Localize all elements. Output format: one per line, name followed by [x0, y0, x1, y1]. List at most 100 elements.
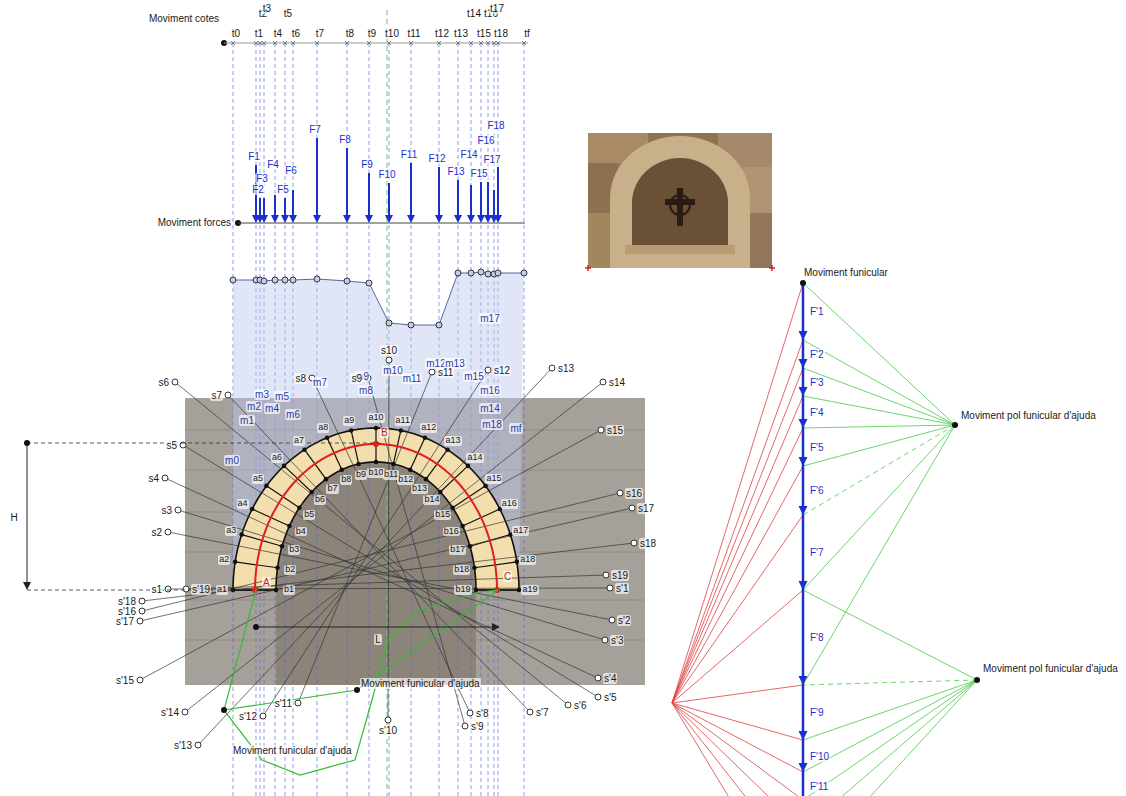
extrados-point-label: a4	[237, 499, 249, 509]
profile-point	[436, 322, 442, 328]
arch-point	[339, 467, 344, 472]
profile-point	[272, 277, 278, 283]
photo	[588, 133, 772, 268]
tick-mark	[479, 41, 483, 45]
guide-line	[524, 43, 525, 796]
joint-line-label: s'1	[615, 583, 629, 594]
cotes-axis	[224, 43, 528, 44]
tick-label: t6	[291, 28, 301, 39]
joint-point	[183, 586, 189, 592]
funicular-ray	[672, 685, 803, 703]
joint-line-label: s'4	[603, 673, 617, 684]
tick-label: t9	[367, 28, 377, 39]
force-polygon-label: F'7	[809, 547, 825, 558]
tick-label: t5	[283, 8, 293, 19]
arrow-head	[799, 419, 808, 428]
force-polygon-label: F'5	[809, 442, 825, 453]
arrow-head	[23, 582, 31, 590]
force-label: F18	[486, 120, 505, 131]
load-label: m15	[463, 371, 484, 382]
joint-point	[598, 427, 604, 433]
load-label: m14	[479, 403, 500, 414]
pole-ray	[803, 396, 955, 425]
dimension-end	[253, 624, 259, 630]
profile-point	[230, 277, 236, 283]
joint-line-label: s'18	[117, 596, 137, 607]
tick-mark	[522, 41, 526, 45]
thrust-point-label: B	[380, 427, 389, 438]
arch-point	[287, 524, 292, 529]
joint-point	[607, 585, 613, 591]
arch-point	[374, 426, 379, 431]
tick-label: t7	[315, 28, 325, 39]
extrados-point-label: a8	[317, 423, 329, 433]
funicular-ray	[672, 396, 803, 703]
joint-line	[186, 575, 606, 589]
tick-mark	[479, 41, 483, 45]
joint-point	[595, 675, 601, 681]
extrados-point-label: a12	[420, 423, 437, 433]
funicular-ray	[672, 368, 803, 703]
force-arrow	[274, 195, 276, 215]
photo-cross	[677, 188, 683, 226]
extrados-point-label: a10	[367, 413, 384, 423]
force-polygon-label: F'11	[809, 781, 829, 792]
arch-point	[297, 505, 302, 510]
arch-point	[483, 484, 488, 489]
joint-point	[182, 709, 188, 715]
arch-point	[466, 464, 471, 469]
arch-point	[374, 460, 379, 465]
load-label: m16	[479, 385, 500, 396]
thrust-point-label: A	[262, 577, 271, 588]
dimension-end	[24, 440, 30, 446]
arrow-head	[494, 215, 502, 223]
intrados-point-label: b2	[284, 565, 296, 575]
joint-line-label: s9	[350, 373, 363, 384]
force-label: F4	[266, 159, 280, 170]
joint-point	[137, 618, 143, 624]
arrow-head	[365, 215, 373, 223]
tick-label: t17	[489, 3, 505, 14]
force-label: F2	[251, 184, 265, 195]
tick-mark	[409, 41, 413, 45]
joint-line	[263, 370, 488, 716]
force-arrow	[480, 182, 482, 215]
funicular-ray	[672, 703, 803, 796]
joint-line-label: s15	[606, 425, 624, 436]
tick-mark	[437, 41, 441, 45]
force-label: F10	[377, 169, 396, 180]
intrados-point-label: b16	[443, 527, 460, 537]
joint-point	[467, 710, 473, 716]
tick-label: t1	[254, 28, 264, 39]
joint-line	[140, 508, 632, 621]
force-label: F6	[284, 165, 298, 176]
arrow-head	[435, 215, 443, 223]
joint-point	[429, 369, 435, 375]
intrados-point-label: b9	[355, 470, 367, 480]
joint-line-label: s12	[493, 365, 511, 376]
funicular-ray	[672, 283, 803, 703]
joint-point	[617, 490, 623, 496]
extrados-point-label: a7	[293, 436, 305, 446]
load-label: m17	[479, 313, 500, 324]
force-polygon-label: F'1	[809, 306, 825, 317]
extrados-point-label: a16	[501, 499, 518, 509]
force-label: F3	[255, 173, 269, 184]
force-polygon-label: F'3	[809, 377, 825, 388]
joint-point	[225, 392, 231, 398]
joint-point	[386, 357, 392, 363]
arch-point	[399, 428, 404, 433]
profile-point	[521, 270, 527, 276]
joint-line-label: s'16	[117, 606, 137, 617]
tick-mark	[345, 41, 349, 45]
force-polygon-label: F'8	[809, 632, 825, 643]
profile-point	[468, 270, 474, 276]
tick-mark	[273, 41, 277, 45]
profile-point	[290, 277, 296, 283]
force-label: F8	[338, 134, 352, 145]
extrados-point-label: a2	[218, 555, 230, 565]
tick-label: tf	[523, 28, 531, 39]
pole-point	[974, 677, 980, 683]
arch-point	[280, 544, 285, 549]
dimension-guide	[27, 443, 380, 444]
